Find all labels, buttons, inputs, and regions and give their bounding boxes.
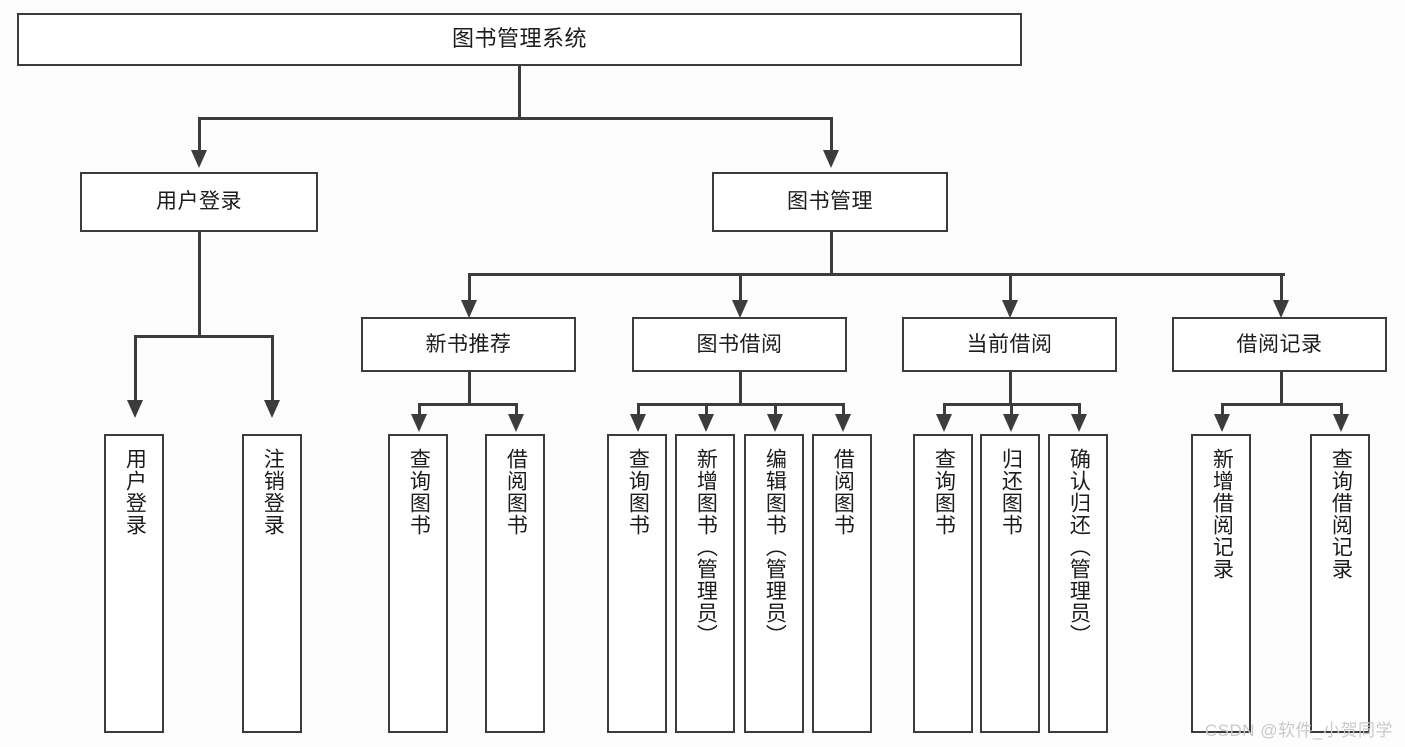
leaf-confirm-return-admin[interactable]: 确认归还（管理员）	[1048, 434, 1108, 733]
connector-root-bus	[198, 117, 832, 120]
connector-book-manage-to-new-book	[468, 273, 471, 302]
leaf-query-borrow-record[interactable]: 查询借阅记录	[1310, 434, 1370, 733]
connector-book-borrow-bus	[637, 403, 844, 406]
connector-user-login-stem	[198, 232, 201, 335]
arrow-book-borrow-leaf2-icon	[698, 414, 714, 432]
arrow-user-login-leaf2-icon	[264, 400, 280, 418]
connector-user-login-bus	[134, 335, 274, 338]
arrow-book-manage-borrow-record-icon	[1273, 300, 1289, 318]
leaf-borrow-book-borrow[interactable]: 借阅图书	[812, 434, 872, 733]
arrow-book-manage-current-borrow-icon	[1002, 300, 1018, 318]
connector-book-manage-to-borrow-record	[1280, 273, 1283, 302]
watermark-label: CSDN @软件_小贺同学	[1204, 721, 1393, 740]
arrow-user-login-leaf1-icon	[127, 400, 143, 418]
arrow-root-to-book-manage-icon	[823, 150, 839, 168]
arrow-book-borrow-leaf3-icon	[767, 414, 783, 432]
arrow-book-manage-book-borrow-icon	[732, 300, 748, 318]
leaf-query-book-current[interactable]: 查询图书	[913, 434, 973, 733]
arrow-root-to-user-login-icon	[191, 150, 207, 168]
node-user-login[interactable]: 用户登录	[80, 172, 318, 232]
node-current-borrow[interactable]: 当前借阅	[902, 317, 1117, 372]
connector-root-stem	[518, 66, 521, 117]
connector-new-book-bus	[418, 403, 518, 406]
leaf-borrow-book-new-rec[interactable]: 借阅图书	[485, 434, 545, 733]
arrow-borrow-record-leaf2-icon	[1333, 414, 1349, 432]
connector-book-manage-stem	[830, 232, 833, 273]
leaf-return-book[interactable]: 归还图书	[980, 434, 1040, 733]
arrow-current-borrow-leaf3-icon	[1071, 414, 1087, 432]
connector-borrow-record-bus	[1221, 403, 1341, 406]
connector-current-borrow-stem	[1009, 372, 1012, 403]
node-book-borrow[interactable]: 图书借阅	[632, 317, 847, 372]
arrow-new-book-leaf2-icon	[508, 414, 524, 432]
leaf-logout-login[interactable]: 注销登录	[242, 434, 302, 733]
node-book-management[interactable]: 图书管理	[712, 172, 948, 232]
connector-book-manage-bus	[468, 273, 1285, 276]
leaf-query-book-borrow[interactable]: 查询图书	[607, 434, 667, 733]
arrow-borrow-record-leaf1-icon	[1214, 414, 1230, 432]
arrow-book-borrow-leaf1-icon	[630, 414, 646, 432]
connector-book-borrow-stem	[739, 372, 742, 403]
arrow-book-manage-new-book-icon	[461, 300, 477, 318]
connector-root-to-user-login	[198, 117, 201, 152]
connector-book-manage-to-current-borrow	[1009, 273, 1012, 302]
leaf-edit-book-admin[interactable]: 编辑图书（管理员）	[744, 434, 804, 733]
connector-book-manage-to-book-borrow	[739, 273, 742, 302]
connector-user-login-to-leaf2	[271, 335, 274, 402]
arrow-book-borrow-leaf4-icon	[835, 414, 851, 432]
leaf-add-book-admin[interactable]: 新增图书（管理员）	[675, 434, 735, 733]
leaf-add-borrow-record[interactable]: 新增借阅记录	[1191, 434, 1251, 733]
leaf-user-login[interactable]: 用户登录	[104, 434, 164, 733]
node-new-book-recommendation[interactable]: 新书推荐	[361, 317, 576, 372]
arrow-current-borrow-leaf1-icon	[936, 414, 952, 432]
connector-root-to-book-manage	[830, 117, 833, 152]
node-root-book-management-system[interactable]: 图书管理系统	[17, 13, 1022, 66]
connector-borrow-record-stem	[1280, 372, 1283, 403]
connector-new-book-stem	[468, 372, 471, 403]
arrow-current-borrow-leaf2-icon	[1003, 414, 1019, 432]
arrow-new-book-leaf1-icon	[411, 414, 427, 432]
node-borrow-record[interactable]: 借阅记录	[1172, 317, 1387, 372]
connector-user-login-to-leaf1	[134, 335, 137, 402]
leaf-query-book-new-rec[interactable]: 查询图书	[388, 434, 448, 733]
